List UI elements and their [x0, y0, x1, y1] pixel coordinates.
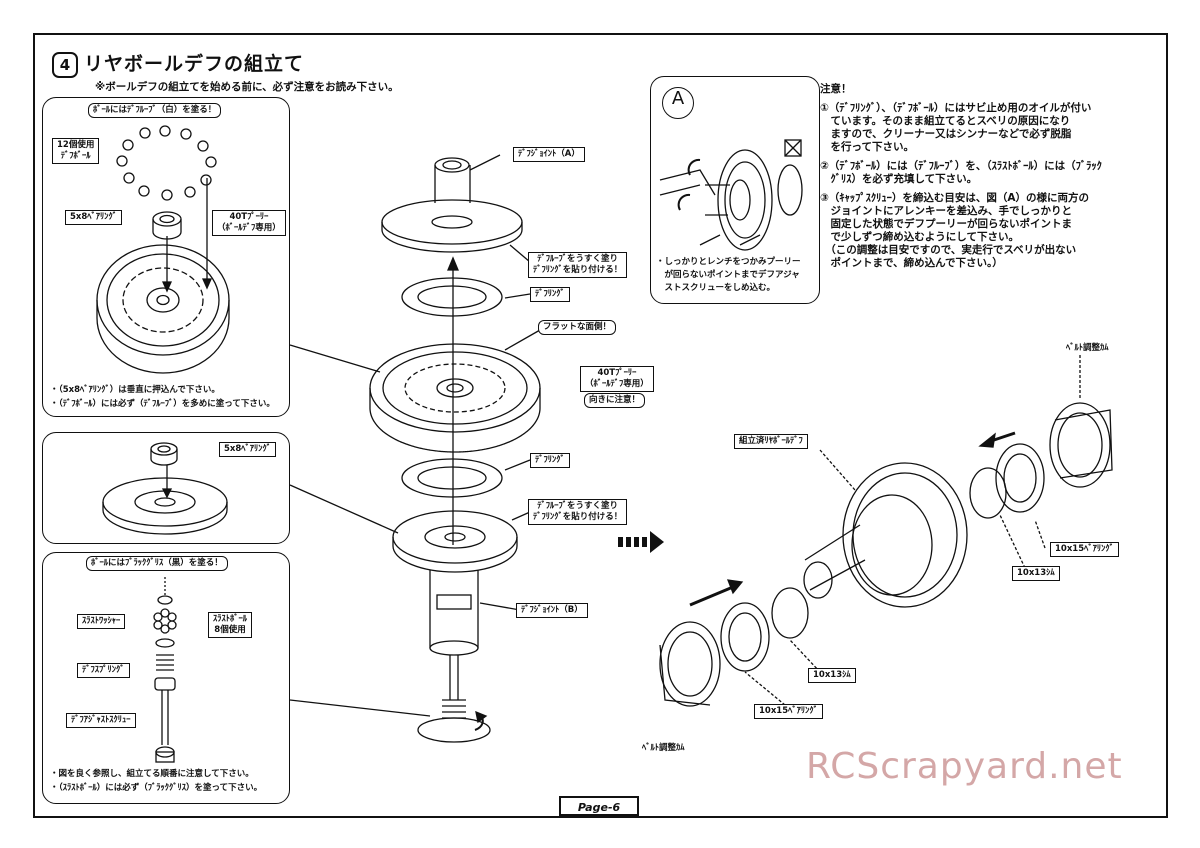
bearing-10x15-top-label: 10x15ﾍﾞｱﾘﾝｸﾞ [1050, 542, 1119, 557]
watermark-text: RCScrapyard.net [806, 746, 1123, 787]
detail-a-caption-3: ストスクリューをしめ込む。 [656, 283, 776, 293]
diff-joint-b-label: ﾃﾞﾌｼﾞｮｲﾝﾄ（B） [516, 603, 588, 618]
step-number: 4 [52, 52, 78, 78]
thrust-washer-label: ｽﾗｽﾄﾜｯｼｬｰ [77, 614, 126, 629]
lube-note-2: ﾃﾞﾌﾙｰﾌﾞをうすく塗り ﾃﾞﾌﾘﾝｸﾞを貼り付ける！ [528, 499, 628, 525]
flow-arrow [618, 531, 664, 553]
center-pulley-label: 40Tﾌﾟｰﾘｰ （ﾎﾞｰﾙﾃﾞﾌ専用） [580, 366, 654, 392]
diff-spring-label: ﾃﾞﾌｽﾌﾟﾘﾝｸﾞ [77, 663, 130, 678]
detail-a-badge: A [662, 87, 694, 119]
panel-bottom-note-1: ・図を良く参照し、組立てる順番に注意して下さい。 [50, 769, 254, 779]
diff-joint-a-label: ﾃﾞﾌｼﾞｮｲﾝﾄ（A） [513, 147, 585, 162]
diff-ring-2-label: ﾃﾞﾌﾘﾝｸﾞ [530, 453, 570, 468]
page-title: リヤボールデフの組立て [84, 53, 305, 75]
adjust-screw-label: ﾃﾞﾌｱｼﾞｬｽﾄｽｸﾘｭｰ [66, 713, 136, 728]
page-subtitle: ※ボールデフの組立てを始める前に、必ず注意をお読み下さい。 [95, 81, 399, 93]
shim-top-label: 10x13ｼﾑ [1012, 566, 1060, 581]
page-number: Page-6 [559, 796, 639, 816]
caution-item-3: ③（ｷｬｯﾌﾟｽｸﾘｭｰ）を締込む目安は、図（A）の様に両方の ジョイントにアレ… [820, 192, 1090, 269]
direction-note: 向きに注意！ [584, 393, 646, 408]
panel-mid-bearing-label: 5x8ﾍﾞｱﾘﾝｸﾞ [219, 442, 277, 457]
belt-cam-bottom-label: ﾍﾞﾙﾄ調整ｶﾑ [638, 742, 689, 755]
belt-cam-top-label: ﾍﾞﾙﾄ調整ｶﾑ [1062, 342, 1113, 355]
caution-title: 注意！ [820, 83, 852, 95]
pulley-40t-label: 40Tﾌﾟｰﾘｰ （ﾎﾞｰﾙﾃﾞﾌ専用） [212, 210, 286, 236]
detail-a-caption-2: が回らないポイントまでデフアジャ [656, 270, 800, 280]
panel-top-header: ﾎﾞｰﾙにはﾃﾞﾌﾙｰﾌﾞ（白）を塗る！ [88, 103, 222, 118]
detail-a-caption-1: ・しっかりとレンチをつかみプーリー [656, 257, 801, 267]
lube-note-1: ﾃﾞﾌﾙｰﾌﾞをうすく塗り ﾃﾞﾌﾘﾝｸﾞを貼り付ける！ [528, 252, 628, 278]
caution-item-1: ①（ﾃﾞﾌﾘﾝｸﾞ）、（ﾃﾞﾌﾎﾞｰﾙ）にはサビ止め用のオイルが付い ています。… [820, 102, 1092, 153]
caution-block: 注意！ ①（ﾃﾞﾌﾘﾝｸﾞ）、（ﾃﾞﾌﾎﾞｰﾙ）にはサビ止め用のオイルが付い て… [820, 83, 1160, 276]
panel-top-note-2: ・（ﾃﾞﾌﾎﾞｰﾙ）には必ず（ﾃﾞﾌﾙｰﾌﾞ）を多めに塗って下さい。 [50, 399, 275, 409]
diff-balls-ring [116, 125, 217, 201]
flat-side-label: フラットな面側！ [538, 320, 617, 335]
panel-bottom-note-2: ・（ｽﾗｽﾄﾎﾞｰﾙ）には必ず（ﾌﾞﾗｯｸｸﾞﾘｽ）を塗って下さい。 [50, 783, 263, 793]
panel-bottom-header: ﾎﾞｰﾙにはﾌﾞﾗｯｸｸﾞﾘｽ（黒）を塗る！ [86, 556, 228, 571]
bearing-5x8-label: 5x8ﾍﾞｱﾘﾝｸﾞ [65, 210, 123, 225]
panel-top-note-1: ・（5x8ﾍﾞｱﾘﾝｸﾞ）は垂直に押込んで下さい。 [50, 385, 220, 395]
shim-bottom-label: 10x13ｼﾑ [808, 668, 856, 683]
diff-ring-1-label: ﾃﾞﾌﾘﾝｸﾞ [530, 287, 570, 302]
thrust-ball-label: ｽﾗｽﾄﾎﾞｰﾙ 8個使用 [208, 612, 253, 638]
diff-balls-label: 12個使用 ﾃﾞﾌﾎﾞｰﾙ [52, 138, 100, 164]
caution-item-2: ②（ﾃﾞﾌﾎﾞｰﾙ）には（ﾃﾞﾌﾙｰﾌﾞ）を、（ｽﾗｽﾄﾎﾞｰﾙ）には（ﾌﾞﾗｯ… [820, 160, 1102, 185]
assembled-diff-label: 組立済ﾘﾔﾎﾞｰﾙﾃﾞﾌ [734, 434, 808, 449]
bearing-10x15-bottom-label: 10x15ﾍﾞｱﾘﾝｸﾞ [754, 704, 823, 719]
page-frame [33, 33, 1168, 818]
